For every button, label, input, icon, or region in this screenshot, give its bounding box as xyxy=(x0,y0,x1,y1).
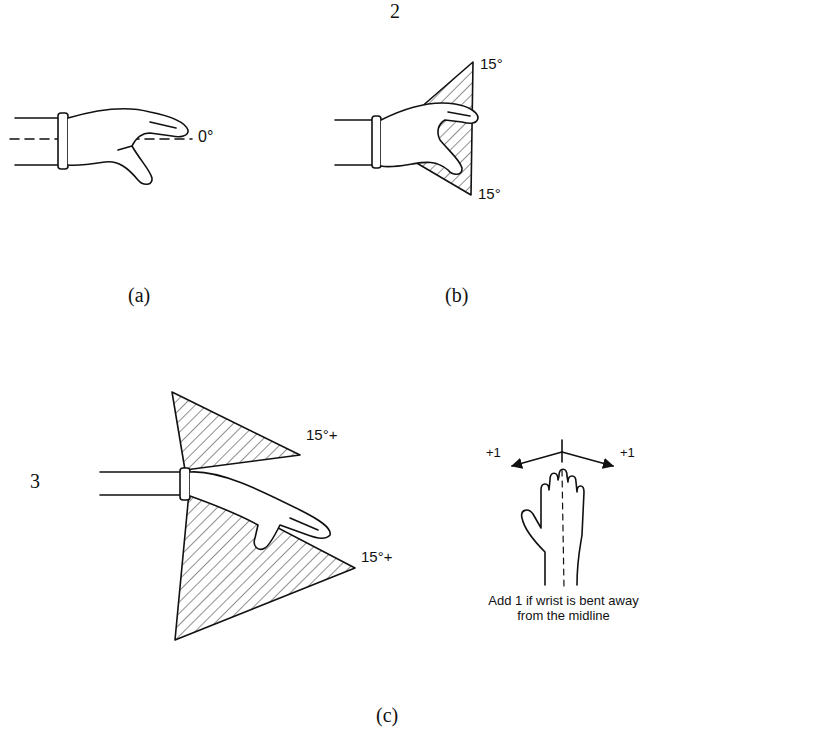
note-text: Add 1 if wrist is bent away from the mid… xyxy=(486,594,641,624)
angle-label: 0° xyxy=(198,128,213,146)
forearm xyxy=(15,118,58,165)
midline-tick xyxy=(561,440,563,462)
wrist-band xyxy=(58,113,68,169)
hand xyxy=(190,472,330,549)
small-angle-wrist-figure xyxy=(335,62,478,195)
wrist-band xyxy=(180,468,190,500)
hand xyxy=(68,109,188,185)
panel-label: (b) xyxy=(445,284,468,307)
finger-line xyxy=(118,122,176,150)
angle-wedge xyxy=(172,392,300,470)
score-label: +1 xyxy=(620,446,635,461)
panel-label: (a) xyxy=(128,284,150,307)
large-angle-wrist-figure xyxy=(100,392,355,640)
angle-label: 15° xyxy=(480,55,503,72)
open-hand xyxy=(522,469,584,585)
wrist-band xyxy=(372,116,381,168)
forearm xyxy=(335,120,372,165)
angle-label: 15° xyxy=(478,185,501,202)
finger-line xyxy=(448,112,470,116)
deviation-arrow xyxy=(512,452,562,466)
hand xyxy=(381,103,478,174)
deviation-arrow xyxy=(562,452,613,466)
figure-number: 2 xyxy=(390,0,400,23)
finger-line xyxy=(290,518,318,530)
neutral-wrist-figure xyxy=(10,109,192,185)
deviation-figure xyxy=(512,440,613,588)
angle-label: 15°+ xyxy=(306,426,337,443)
angle-label: 15°+ xyxy=(361,548,392,565)
score-label: +1 xyxy=(486,446,501,461)
midline xyxy=(562,470,564,588)
forearm xyxy=(100,472,180,495)
figure-number: 3 xyxy=(30,470,40,493)
panel-label: (c) xyxy=(376,704,398,727)
